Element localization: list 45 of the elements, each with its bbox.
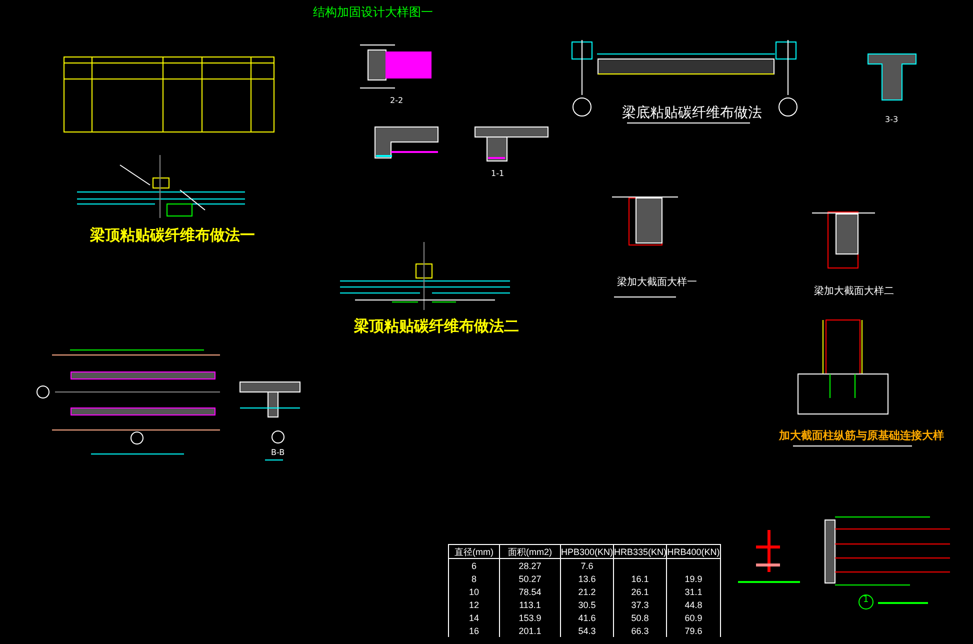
table-header-cell: HPB300(KN): [560, 544, 614, 558]
table-cell: 7.6: [560, 558, 614, 572]
table-cell: 6: [448, 558, 500, 572]
section-label: 2-2: [390, 97, 404, 106]
table-cell: 10: [448, 585, 500, 598]
table-cell: 8: [448, 572, 500, 585]
table-cell: 201.1: [500, 624, 560, 637]
detail-number: 1: [863, 596, 869, 606]
detail-title: 梁加大截面大样一: [617, 277, 697, 288]
table-cell: 113.1: [500, 598, 560, 611]
table-cell: 16.1: [614, 572, 666, 585]
section-label: B-B: [271, 449, 285, 458]
detail-title: 梁加大截面大样二: [814, 286, 894, 297]
table-cell: 26.1: [614, 585, 666, 598]
section-label: 1-1: [491, 170, 504, 179]
section-label: 3-3: [885, 116, 898, 125]
table-cell: 50.27: [500, 572, 560, 585]
table-cell: 16: [448, 624, 500, 637]
table-header-cell: HRB400(KN): [666, 544, 720, 558]
table-cell: 50.8: [614, 611, 666, 624]
table-cell: 54.3: [560, 624, 614, 637]
detail-title: 梁顶粘贴碳纤维布做法一: [90, 227, 255, 244]
table-cell: 60.9: [666, 611, 720, 624]
table-cell: 44.8: [666, 598, 720, 611]
table-cell: 30.5: [560, 598, 614, 611]
table-cell: 41.6: [560, 611, 614, 624]
table-cell: 28.27: [500, 558, 560, 572]
table-header-cell: HRB335(KN): [614, 544, 666, 558]
table-cell: 79.6: [666, 624, 720, 637]
table-cell: 21.2: [560, 585, 614, 598]
detail-title: 加大截面柱纵筋与原基础连接大样: [779, 430, 944, 442]
detail-title: 梁底粘贴碳纤维布做法: [622, 106, 762, 122]
table-cell: 13.6: [560, 572, 614, 585]
table-cell: 14: [448, 611, 500, 624]
table-header-cell: 面积(mm2): [500, 544, 560, 558]
table-cell: 37.3: [614, 598, 666, 611]
table-cell: 19.9: [666, 572, 720, 585]
table-cell: 78.54: [500, 585, 560, 598]
detail-title: 梁顶粘贴碳纤维布做法二: [354, 318, 519, 334]
table-cell: 12: [448, 598, 500, 611]
table-cell: 31.1: [666, 585, 720, 598]
drawing-title: 结构加固设计大样图一: [313, 6, 433, 20]
table-header-cell: 直径(mm): [448, 544, 500, 558]
table-cell: 153.9: [500, 611, 560, 624]
table-cell: 66.3: [614, 624, 666, 637]
